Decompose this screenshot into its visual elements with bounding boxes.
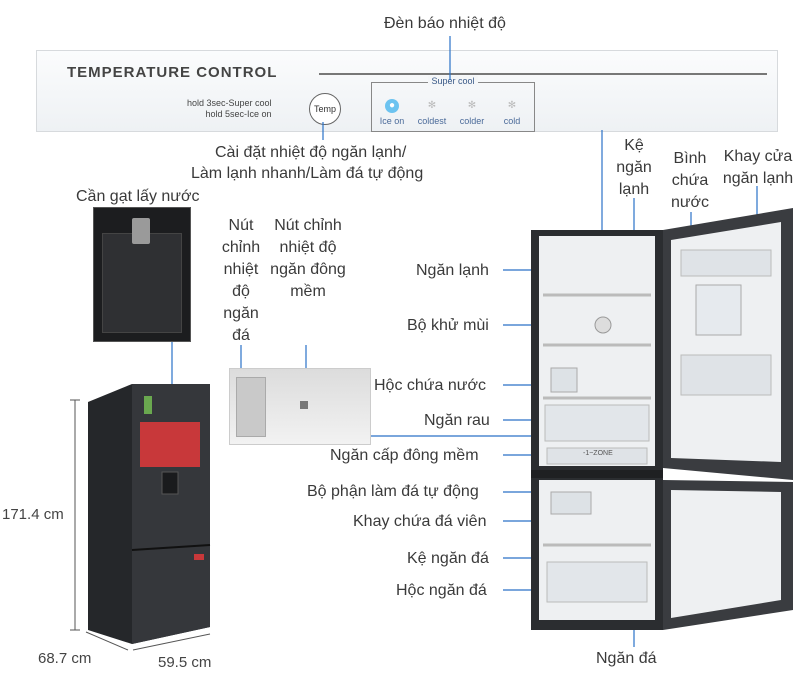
door-tray-label: Khay cửa ngăn lạnh — [722, 148, 794, 187]
snowflake-icon: ✻ — [427, 100, 437, 111]
fridge-compartment-label: Ngăn lạnh — [416, 262, 489, 279]
mode-ice-on: ● Ice on — [379, 99, 405, 126]
fridge-interior: -1~ZONE — [531, 200, 799, 635]
width-dimension: 59.5 cm — [158, 654, 212, 671]
temp-setting-label-2: Làm lạnh nhanh/Làm đá tự động — [191, 165, 424, 182]
mode-colder: ✻ colder — [459, 100, 485, 126]
hold-line-1: hold 3sec-Super cool — [187, 98, 272, 108]
ice-on-icon: ● — [385, 99, 399, 113]
fridge-exterior-drawing — [88, 384, 211, 644]
hold-instructions: hold 3sec-Super cool hold 5sec-Ice on — [187, 98, 272, 120]
control-panel: TEMPERATURE CONTROL hold 3sec-Super cool… — [36, 50, 778, 132]
freezer-label: Ngăn đá — [596, 650, 657, 667]
freezer-knob-label: Nút chỉnh nhiệt độ ngăn đá — [221, 217, 261, 344]
freezer-shelf-label: Kệ ngăn đá — [407, 550, 489, 567]
super-cool-title: Super cool — [372, 76, 534, 86]
mode-coldest: ✻ coldest — [417, 100, 447, 126]
water-lever-photo — [93, 207, 191, 342]
deodorizer-label: Bộ khử mùi — [407, 317, 489, 334]
fridge-exterior — [82, 382, 212, 647]
panel-divider — [319, 73, 767, 75]
water-lever-label: Cần gạt lấy nước — [76, 188, 200, 205]
hold-line-2: hold 5sec-Ice on — [205, 109, 272, 119]
super-cool-group: Super cool ● Ice on ✻ coldest ✻ colder ✻… — [371, 76, 535, 132]
indicator-label: Đèn báo nhiệt độ — [384, 15, 506, 32]
soft-freeze-label: Ngăn cấp đông mềm — [330, 447, 479, 464]
soft-zone-text: -1~ZONE — [583, 450, 613, 457]
ice-tray-label: Khay chứa đá viên — [353, 513, 487, 530]
panel-title: TEMPERATURE CONTROL — [67, 64, 278, 81]
water-box-label: Hộc chứa nước — [374, 377, 486, 394]
water-tank-label: Bình chứa nước — [670, 150, 710, 211]
temp-button[interactable]: Temp — [309, 93, 341, 125]
mode-cold: ✻ cold — [503, 100, 521, 126]
snowflake-icon: ✻ — [507, 100, 517, 111]
depth-dimension: 68.7 cm — [38, 650, 92, 667]
knob-photo — [229, 368, 371, 445]
fridge-shelf-label: Kệ ngăn lạnh — [616, 137, 652, 198]
snowflake-icon: ✻ — [467, 100, 477, 111]
veg-drawer-label: Ngăn rau — [424, 412, 490, 429]
temp-setting-label-1: Cài đặt nhiệt độ ngăn lạnh/ — [215, 144, 407, 161]
height-dimension: 171.4 cm — [2, 506, 64, 523]
freezer-drawer-label: Hộc ngăn đá — [396, 582, 487, 599]
soft-freeze-knob-label: Nút chỉnh nhiệt độ ngăn đông mềm — [270, 217, 346, 300]
ice-maker-label: Bộ phận làm đá tự động — [307, 483, 479, 500]
fridge-interior-drawing — [531, 208, 793, 630]
